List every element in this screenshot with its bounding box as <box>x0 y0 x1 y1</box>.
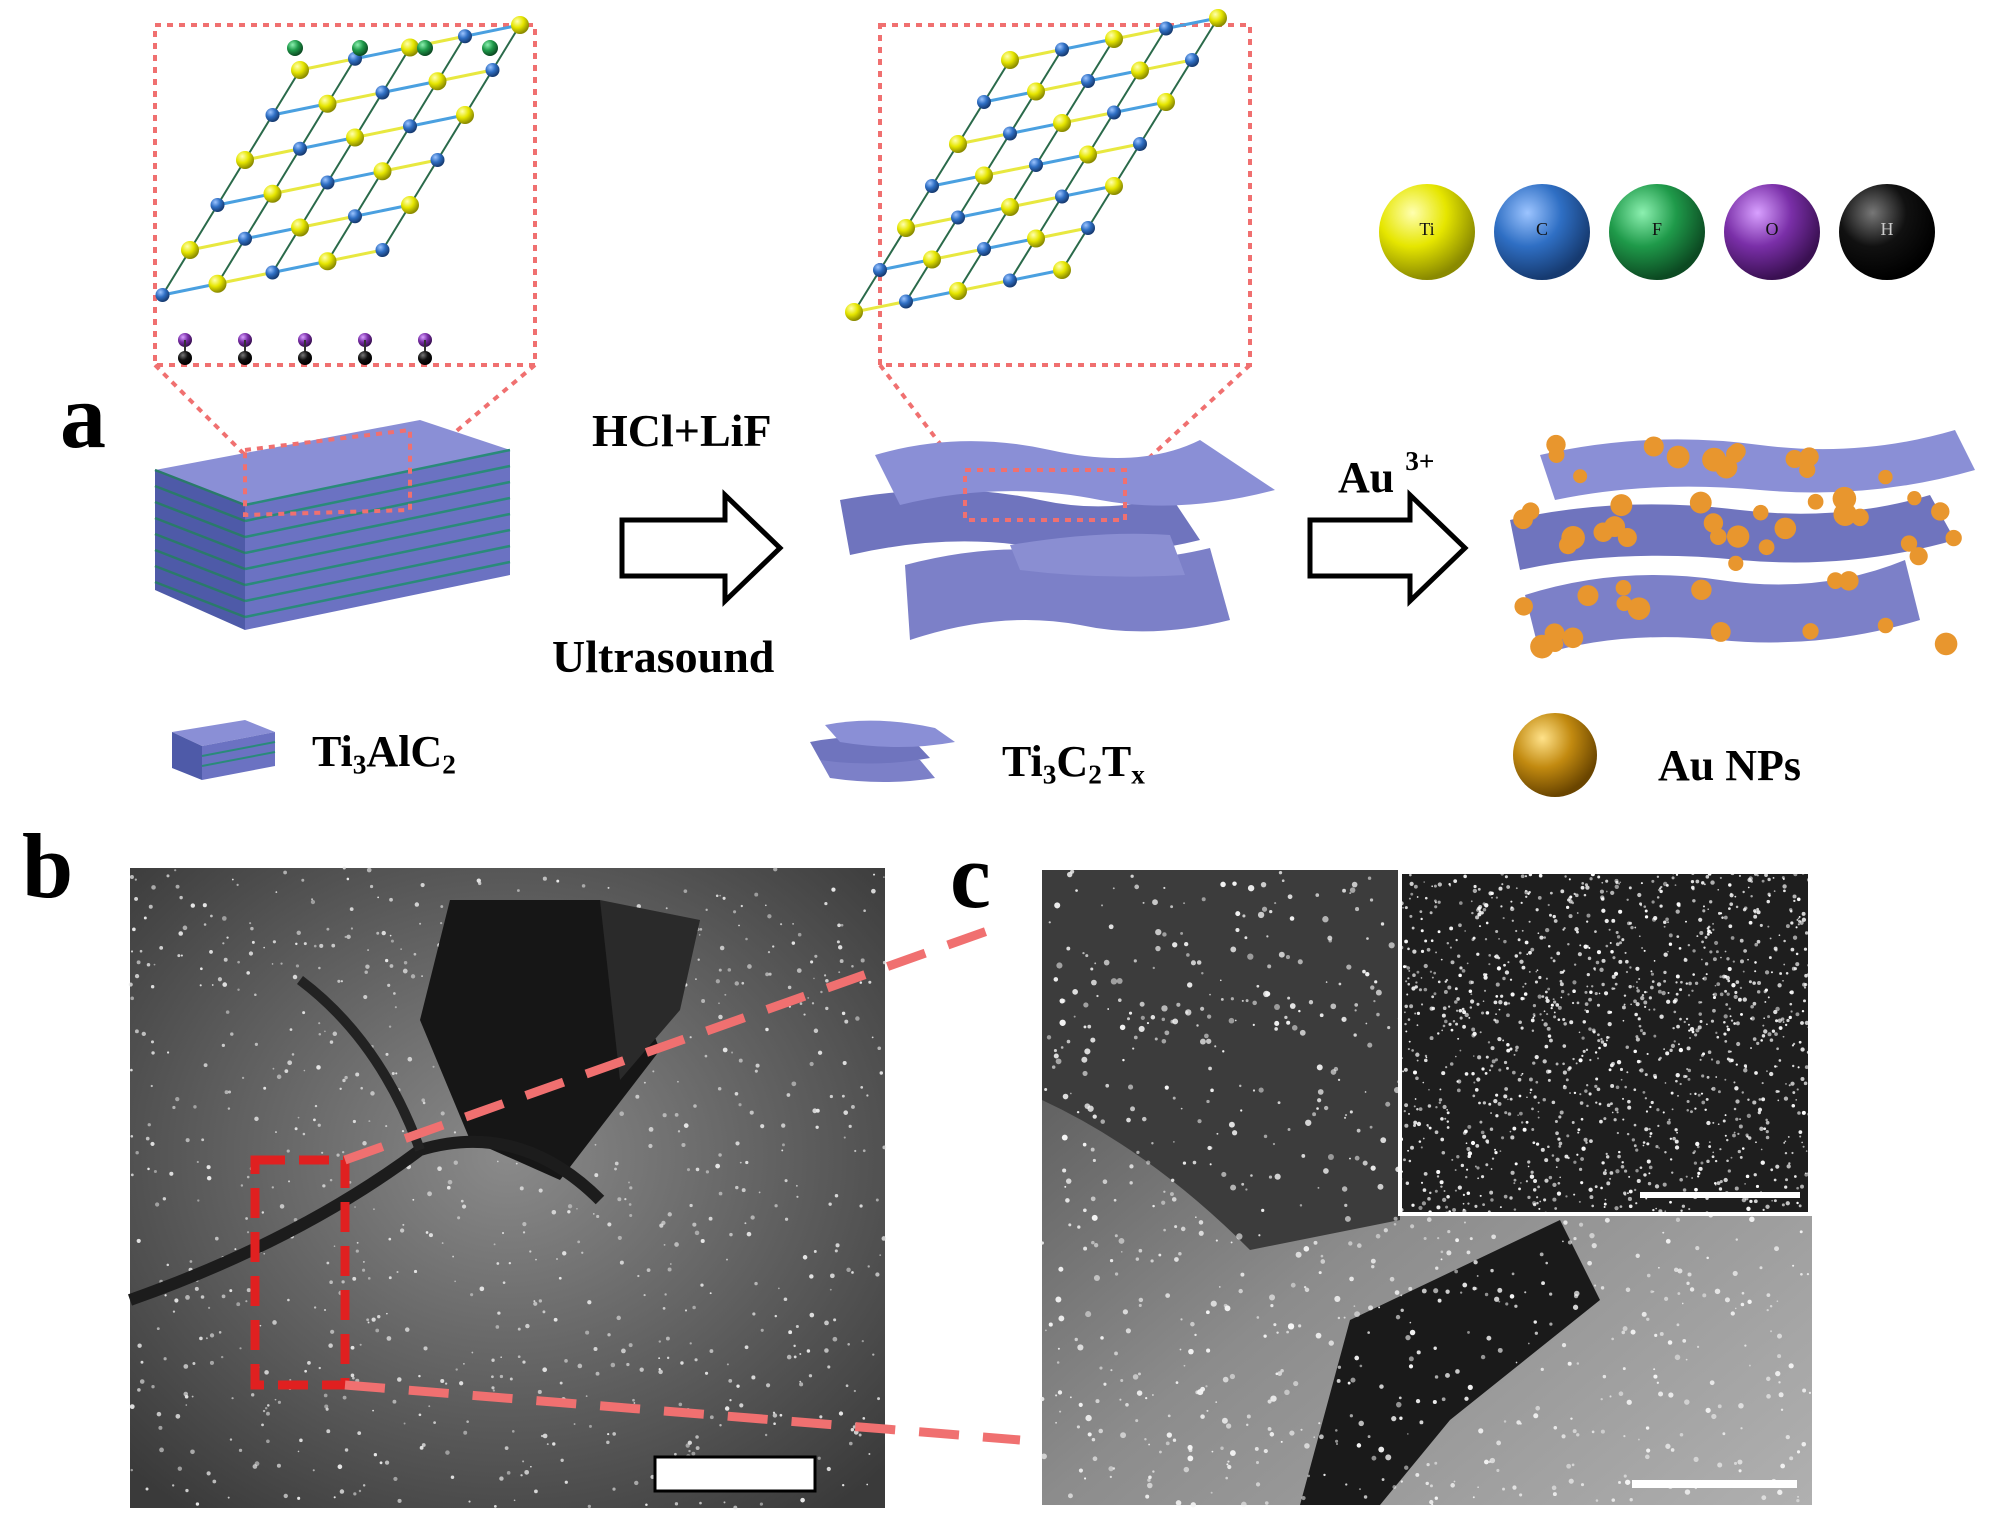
max-phase-block <box>154 420 511 630</box>
etch-condition-label: Ultrasound <box>552 631 775 682</box>
panel-label-c: c <box>950 825 991 927</box>
legend-au-sphere <box>1513 713 1597 797</box>
crystal-structure-max-inset <box>153 16 537 367</box>
sem-inset-c <box>1398 870 1812 1216</box>
legend-au-label: Au NPs <box>1658 741 1802 790</box>
au-decorated-sheets <box>1510 430 1975 659</box>
arrow-reduction <box>1307 489 1469 607</box>
atom-label-c: C <box>1535 219 1548 239</box>
atom-label-ti: Ti <box>1419 219 1435 239</box>
crystal-structure-mxene-inset <box>845 9 1252 367</box>
sem-image-b <box>128 866 887 1510</box>
mxene-sheets <box>840 440 1275 640</box>
etch-reagent-label: HCl+LiF <box>592 405 772 456</box>
atom-label-o: O <box>1765 219 1779 239</box>
reduction-ion-charge: 3+ <box>1405 446 1435 476</box>
legend-max-icon <box>172 720 276 780</box>
legend-mxene-label: Ti3C2Tx <box>1002 737 1145 790</box>
reduction-ion-base: Au <box>1338 452 1395 502</box>
atom-legend <box>1379 184 1935 280</box>
atom-label-f: F <box>1651 219 1662 239</box>
panel-label-b: b <box>22 815 74 917</box>
panel-label-a: a <box>60 365 106 467</box>
atom-label-h: H <box>1880 219 1894 239</box>
legend-mxene-icon <box>810 720 955 782</box>
legend-max-label: Ti3AlC2 <box>312 727 456 780</box>
reduction-ion-label: Au 3+ <box>1338 446 1435 502</box>
arrow-etching <box>619 489 784 607</box>
